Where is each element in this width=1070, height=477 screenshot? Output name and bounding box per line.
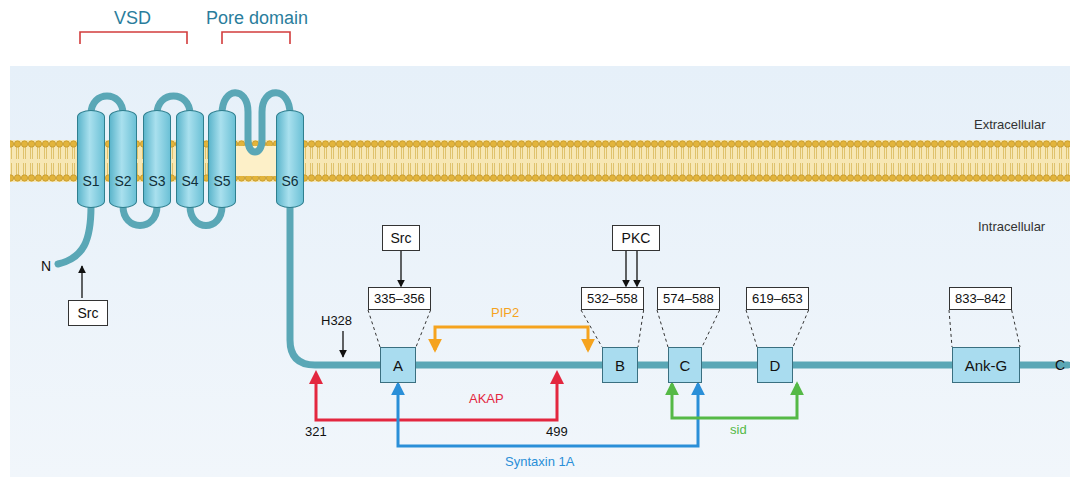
kinase-box: Src	[382, 225, 420, 251]
region-label: Pore domain	[206, 8, 308, 29]
node-text: 574–588	[663, 291, 714, 306]
helix-segment: S3	[143, 110, 171, 208]
connector	[657, 310, 720, 347]
terminus-label: N	[41, 258, 51, 274]
residue-range: 574–588	[657, 287, 720, 310]
residue-label: H328	[321, 314, 352, 329]
node-text: S5	[213, 173, 230, 189]
node-text: S6	[281, 173, 298, 189]
residue-range: 532–558	[581, 287, 644, 310]
edge-label: PIP2	[491, 306, 519, 321]
residue-range: 833–842	[949, 287, 1012, 310]
terminus-label: C	[1055, 357, 1065, 373]
residue-number: 321	[305, 425, 327, 440]
partner-label: AKAP	[469, 392, 504, 407]
node-text: S2	[114, 173, 131, 189]
domain-box: A	[380, 347, 416, 383]
node-text: S1	[82, 173, 99, 189]
node-text: Ank-G	[965, 357, 1008, 374]
src-leader	[81, 266, 82, 298]
connector	[625, 251, 626, 286]
kinase-box: PKC	[612, 225, 660, 251]
connector	[636, 251, 637, 286]
domain-box: C	[668, 347, 702, 383]
loops	[58, 93, 1068, 365]
node-text: S3	[148, 173, 165, 189]
residue-range: 619–653	[746, 287, 809, 310]
helix-segment: S5	[208, 110, 236, 208]
node-text: D	[770, 357, 781, 374]
vsd-bracket	[80, 32, 187, 44]
node-text: 619–653	[752, 291, 803, 306]
connector	[746, 310, 809, 347]
connector	[581, 310, 644, 347]
domain-box: B	[602, 347, 638, 383]
node-text: PKC	[622, 230, 651, 246]
node-text: B	[615, 357, 625, 374]
node-text: A	[393, 357, 403, 374]
node-text: Src	[391, 230, 412, 246]
node-text: 532–558	[587, 291, 638, 306]
connector	[368, 310, 431, 347]
connector	[435, 327, 588, 350]
region-label: VSD	[114, 8, 151, 29]
node-text: S4	[181, 173, 198, 189]
helix-segment: S2	[109, 110, 137, 208]
node-text: Src	[78, 305, 99, 321]
edge-label: Syntaxin 1A	[505, 455, 574, 470]
residue-range: 335–356	[368, 287, 431, 310]
node-text: C	[680, 357, 691, 374]
cell-background	[10, 66, 1070, 477]
domain-box: D	[757, 347, 793, 383]
edge-label: sid	[730, 423, 747, 438]
side-label: Extracellular	[974, 118, 1046, 133]
akap-bracket	[309, 370, 564, 420]
helix-segment: S6	[276, 110, 304, 208]
connector	[949, 310, 1020, 347]
domain-box: Ank-G	[952, 347, 1020, 383]
connector	[672, 384, 797, 418]
h328-leader	[342, 331, 343, 357]
helix-segment: S4	[176, 110, 204, 208]
connector	[400, 251, 401, 286]
pore-bracket	[222, 32, 290, 44]
node-text: 335–356	[374, 291, 425, 306]
residue-number: 499	[546, 425, 568, 440]
connector	[398, 384, 698, 446]
kinase-box: Src	[68, 300, 108, 326]
side-label: Intracellular	[978, 220, 1045, 235]
node-text: 833–842	[955, 291, 1006, 306]
helix-segment: S1	[77, 110, 105, 208]
